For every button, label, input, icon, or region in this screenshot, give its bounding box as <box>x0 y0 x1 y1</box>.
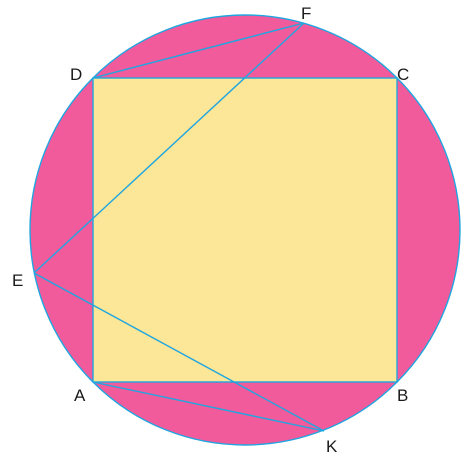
label-point-c: C <box>397 65 409 84</box>
segment-df <box>92 22 305 79</box>
label-point-e: E <box>12 271 23 290</box>
label-point-b: B <box>397 386 408 405</box>
segment-ak <box>92 381 325 432</box>
label-point-d: D <box>70 65 82 84</box>
square-abcd <box>92 77 398 383</box>
label-point-k: K <box>326 437 338 456</box>
segment-ek <box>33 272 325 432</box>
label-point-a: A <box>74 386 86 405</box>
label-point-f: F <box>301 4 311 23</box>
segment-ef <box>33 22 305 274</box>
